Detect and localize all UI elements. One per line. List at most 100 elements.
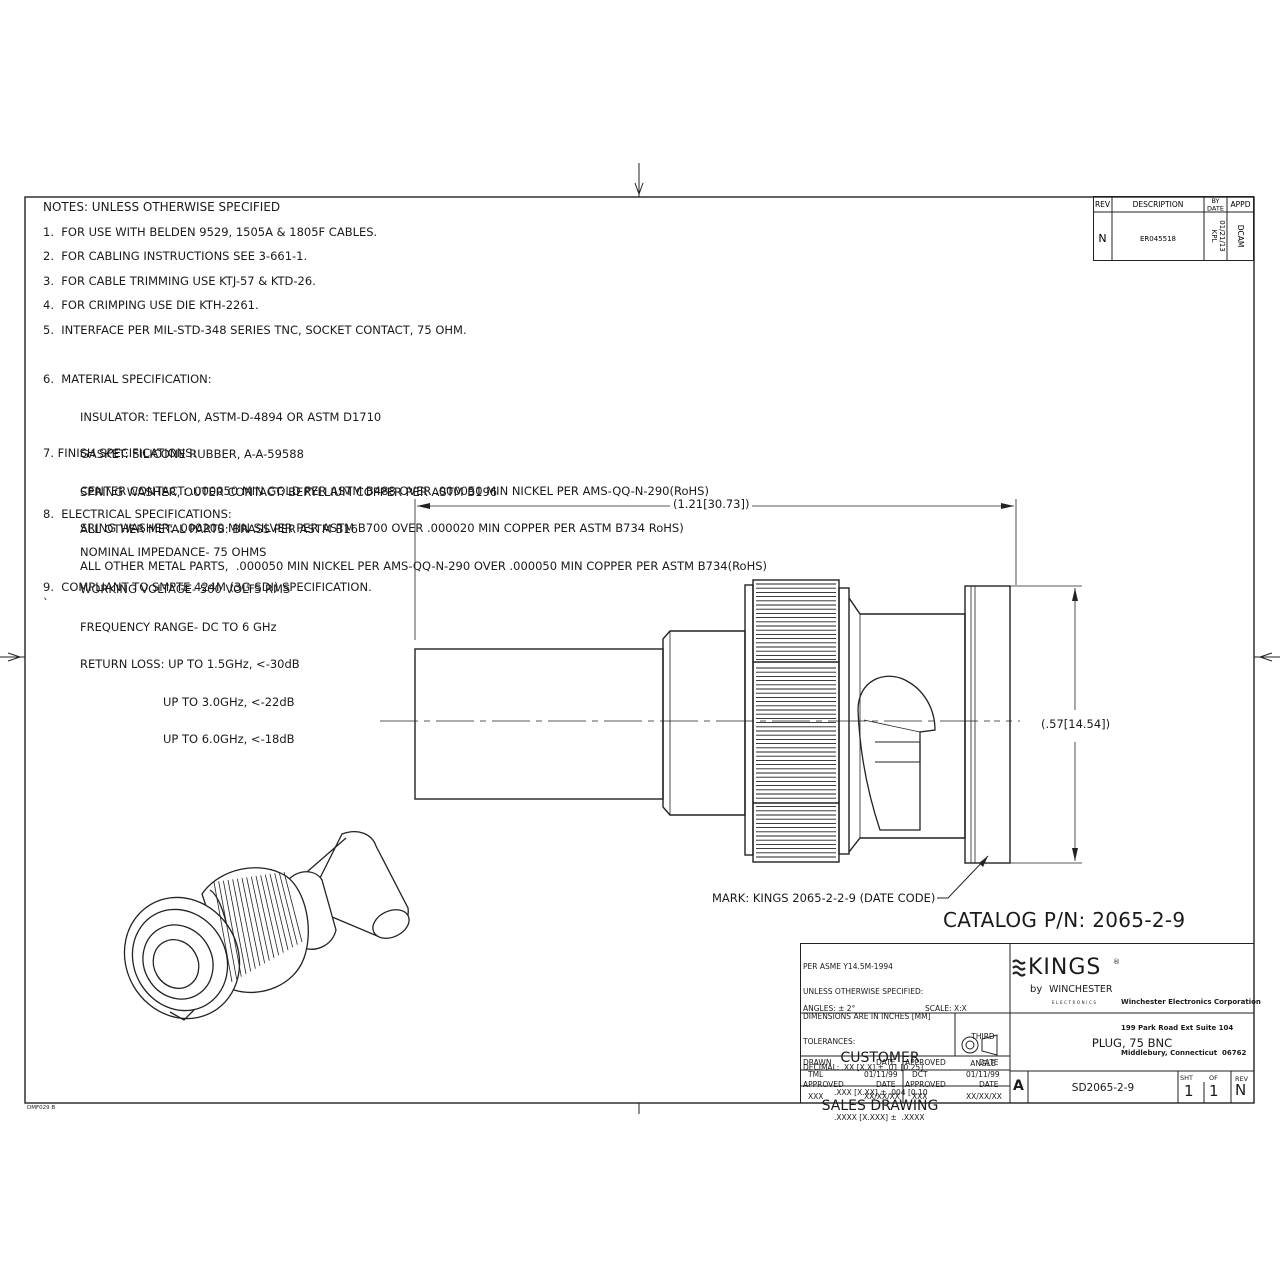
note-7-line: SRING WASHER: .000200 MIN SILVER PER AST… <box>80 521 684 535</box>
by-header: BY <box>1211 197 1219 205</box>
notes-header: NOTES: UNLESS OTHERWISE SPECIFIED <box>43 200 281 214</box>
note-6-line: ALL OTHER METAL PARTS: BRASS PER ASTM B1… <box>80 522 358 536</box>
rev-header: REV <box>1095 200 1111 209</box>
connector-isometric-view <box>123 831 410 1021</box>
knurl-line <box>241 877 261 967</box>
knurl-line <box>250 876 270 961</box>
knurl-lines <box>756 583 836 858</box>
logo-by: by <box>1030 984 1043 995</box>
drawn-label: DRAWN <box>803 1058 832 1067</box>
note-8: 8. ELECTRICAL SPECIFICATIONS: NOMINAL IM… <box>43 483 300 758</box>
knurl-line <box>255 875 275 959</box>
drawing-type-line: SALES DRAWING <box>821 1098 939 1114</box>
knurl-line <box>218 881 238 980</box>
tolerance-line: DECIMAL: .XX [X.X] ± .01 [0.25] <box>803 1062 924 1072</box>
tolerance-line: .XXX [X.XX] ± .004 [0.10 <box>803 1087 928 1097</box>
knurl-line <box>222 880 242 977</box>
note-8-line: FREQUENCY RANGE- DC TO 6 GHz <box>80 619 277 634</box>
of-label: OF <box>1209 1074 1218 1082</box>
date-label: DATE <box>876 1058 896 1067</box>
note-3: 3. FOR CABLE TRIMMING USE KTJ-57 & KTD-2… <box>43 274 316 288</box>
tolerance-line: TOLERANCES: <box>803 1037 856 1047</box>
note-6: 6. MATERIAL SPECIFICATION: INSULATOR: TE… <box>43 348 497 548</box>
third-angle-line: ANGLE <box>970 1059 996 1068</box>
iso-knurl-lines <box>213 871 303 983</box>
appd-header: APPD <box>1231 200 1251 209</box>
drawing-number: SD2065-2-9 <box>1071 1082 1135 1094</box>
date-header: DATE <box>1207 205 1224 213</box>
drawing-type-line: CUSTOMER <box>840 1050 920 1066</box>
revision-block: REV DESCRIPTION BY DATE APPD N ER045518 … <box>1093 196 1254 261</box>
note-8-line: WORKING VOLTAGE- 500 VOLTS RMS <box>80 582 291 596</box>
knurl-line <box>213 881 233 983</box>
drawing-type: CUSTOMER SALES DRAWING <box>806 1018 954 1130</box>
title-block <box>800 943 1255 1104</box>
trademark-symbol: ® <box>1113 958 1120 966</box>
description-value: ER045518 <box>1140 235 1176 243</box>
drawing-title: PLUG, 75 BNC <box>1091 1036 1173 1050</box>
note-7-title: 7. FINISH SPECIFICATIONS: <box>43 446 197 460</box>
tolerance-line: UNLESS OTHERWISE SPECIFIED: <box>803 987 924 997</box>
tolerance-notes: PER ASME Y14.5M-1994 UNLESS OTHERWISE SP… <box>803 946 931 1131</box>
rev-value: N <box>1098 232 1106 245</box>
note-8-line: UP TO 6.0GHz, <-18dB <box>163 732 295 746</box>
note-6-title: 6. MATERIAL SPECIFICATION: <box>43 372 212 386</box>
description-header: DESCRIPTION <box>1133 200 1184 209</box>
note-8-line: NOMINAL IMPEDANCE- 75 OHMS <box>80 544 267 559</box>
note-1: 1. FOR USE WITH BELDEN 9529, 1505A & 180… <box>43 225 378 239</box>
logo-winchester: WINCHESTER <box>1049 984 1113 995</box>
note-5: 5. INTERFACE PER MIL-STD-348 SERIES TNC,… <box>43 323 467 337</box>
date-label: DATE <box>979 1080 999 1089</box>
note-4: 4. FOR CRIMPING USE DIE KTH-2261. <box>43 298 259 312</box>
note-8-line: RETURN LOSS: UP TO 1.5GHz, <-30dB <box>80 657 300 671</box>
date-label: DATE <box>876 1080 896 1089</box>
sheet-total: 1 <box>1209 1082 1219 1100</box>
approved-label: APPROVED <box>905 1080 946 1089</box>
knurl-line <box>278 872 298 945</box>
by-value: KPL <box>1210 230 1218 243</box>
note-7-line: CENTER CONTACT: .000050 MIN GOLD PER AST… <box>80 483 709 498</box>
approved-date: 01/11/99 <box>966 1070 1000 1079</box>
tolerance-line: DIMENSIONS ARE IN INCHES [MM] <box>803 1012 931 1022</box>
approved-date: XX/XX/XX <box>864 1092 900 1101</box>
form-code: DMF029 B <box>27 1105 56 1111</box>
company-line: Winchester Electronics Corporation <box>1121 998 1261 1006</box>
note-2: 2. FOR CABLING INSTRUCTIONS SEE 3-661-1. <box>43 249 308 263</box>
scale: SCALE: X:X <box>925 1004 967 1013</box>
note-9: 9. COMPLIANT TO SMPTE 424M (3G-SDI) SPEC… <box>43 580 372 594</box>
knurl-line <box>246 877 266 964</box>
company-line: 199 Park Road Ext Suite 104 <box>1121 1023 1234 1032</box>
third-angle-line: THIRD <box>971 1032 995 1041</box>
note-6-line: SPRING WASHER, OUTER CONTACT: BERYLLIUM … <box>80 484 498 499</box>
date-value: 01/21/13 <box>1218 220 1226 251</box>
drawn-by: TML <box>808 1070 824 1079</box>
part-mark-callout: MARK: KINGS 2065-2-2-9 (DATE CODE) <box>712 891 936 905</box>
note-7: 7. FINISH SPECIFICATIONS: CENTER CONTACT… <box>43 422 767 622</box>
note-8-line: UP TO 3.0GHz, <-22dB <box>163 694 295 709</box>
company-address: Winchester Electronics Corporation 199 P… <box>1121 981 1261 1066</box>
knurl-line <box>274 873 294 948</box>
knurl-line <box>269 873 289 951</box>
catalog-number: CATALOG P/N: 2065-2-9 <box>943 908 1186 932</box>
logo-electronics: ELECTRONICS <box>1052 1000 1098 1005</box>
knurl-line <box>227 879 247 975</box>
drawn-date: 01/11/99 <box>864 1070 898 1079</box>
note-7-line: ALL OTHER METAL PARTS, .000050 MIN NICKE… <box>80 558 768 573</box>
knurl-line <box>264 874 284 953</box>
date-label: DATE <box>979 1058 999 1067</box>
connector-side-view <box>380 499 1082 899</box>
approved-by: DCT <box>912 1070 928 1079</box>
appd-value: DCAM <box>1236 225 1245 248</box>
note-8-title: 8. ELECTRICAL SPECIFICATIONS: <box>43 507 232 521</box>
sheet-number: 1 <box>1184 1082 1194 1100</box>
note-7-tick: ` <box>43 596 49 610</box>
note-6-line: INSULATOR: TEFLON, ASTM-D-4894 OR ASTM D… <box>80 409 382 424</box>
rev-label: REV <box>1235 1075 1249 1083</box>
knurl-line <box>236 878 256 969</box>
company-line: Middlebury, Connecticut 06762 <box>1121 1049 1247 1057</box>
approved-label: APPROVED <box>803 1080 844 1089</box>
approved-by: XXX <box>808 1092 824 1101</box>
approved-by: XXX <box>912 1092 928 1101</box>
knurl-line <box>283 871 303 943</box>
